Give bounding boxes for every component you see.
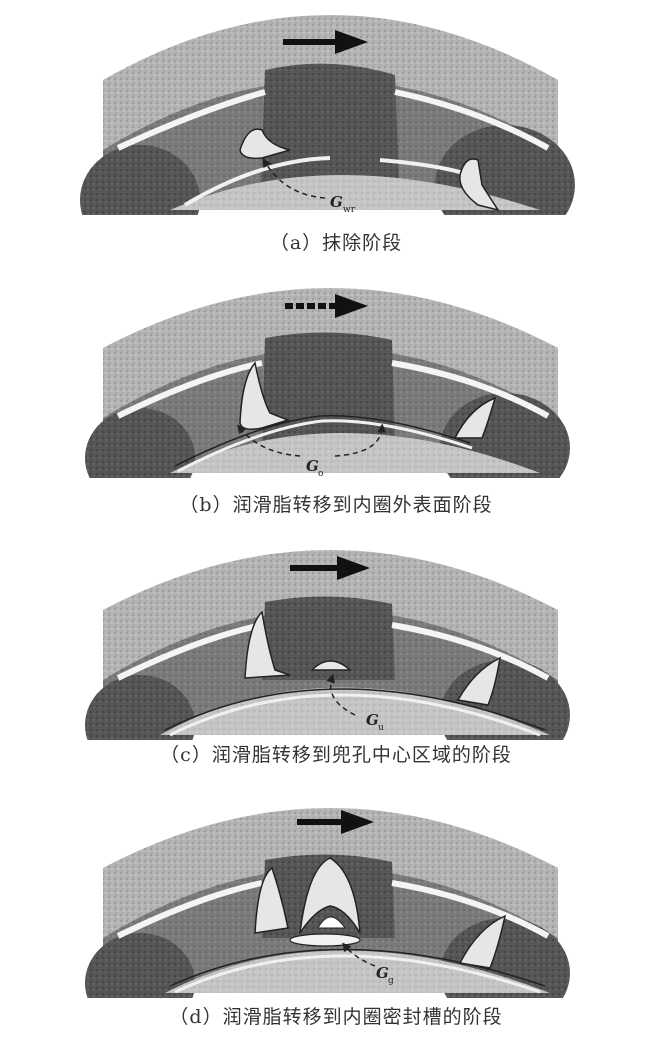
raceway-gap [391,622,550,681]
inner-gap [183,156,331,207]
grease-blob [317,916,346,929]
grease-blob [459,158,500,212]
rolling-ball [85,933,195,998]
outer-ring [103,288,558,418]
rolling-ball [262,332,395,443]
rolling-ball [80,145,200,215]
panel-b: G o （b）润滑脂转移到内圈外表面阶段 [0,268,672,518]
panel-d: G g （d）润滑脂转移到内圈密封槽的阶段 [0,788,672,1038]
g-subscript: u [378,723,384,733]
raceway-gap [391,360,550,419]
grease-layer [174,414,471,467]
arrow-right-icon [290,556,370,580]
grease-flow-path [334,423,387,457]
g-label: G [306,457,319,475]
arrow-right-icon [283,30,368,54]
seal-groove [289,933,361,947]
inner-gap [174,954,541,994]
g-label: G [366,711,379,729]
raceway-gap [116,360,263,419]
caption-b: （b）润滑脂转移到内圈外表面阶段 [179,494,493,516]
inner-gap [169,693,541,737]
rolling-ball [260,63,400,210]
grease-blob [244,610,291,679]
panel-a: G wr （a）抹除阶段 [0,0,672,254]
caption-a: （a）抹除阶段 [269,232,403,254]
outer-ring [103,808,558,938]
g-subscript: g [388,976,394,986]
raceway-gap [116,880,263,939]
grease-blob [453,396,497,439]
grease-blob [254,866,289,934]
inner-gap [177,419,473,473]
outer-ring [103,15,558,150]
grease-blob [456,656,501,706]
bearing-diagram-c: G u [85,550,570,740]
panel-c: G u （c）润滑脂转移到兜孔中心区域的阶段 [0,530,672,780]
g-subscript: wr [343,205,356,215]
grease-blob [458,914,507,969]
grease-blob [239,128,291,160]
caption-d: （d）润滑脂转移到内圈密封槽的阶段 [169,1006,503,1028]
g-subscript: o [318,469,323,478]
inner-ring [170,175,540,210]
rolling-ball [85,408,195,478]
bearing-diagram-b: G o [85,288,570,478]
arrow-right-icon [285,294,368,318]
grease-flow-path [342,942,376,967]
grease-blob [310,660,352,671]
inner-ring [165,950,550,993]
rolling-ball [85,675,195,740]
inner-ring [160,687,550,735]
raceway-gap [391,880,550,939]
g-label: G [376,964,389,982]
grease-flow-path [262,158,326,199]
raceway-gap [116,622,263,681]
outer-ring [103,550,558,680]
caption-c: （c）润滑脂转移到兜孔中心区域的阶段 [160,744,512,766]
raceway-gap [394,89,550,151]
bearing-diagram-a: G wr [80,0,575,215]
grease-blob [299,857,361,934]
rolling-ball [262,596,395,680]
arrow-right-icon [297,810,374,834]
g-label: G [330,193,343,211]
grease-flow-path [237,424,301,457]
grease-layer [164,688,546,731]
bearing-diagram-d: G g [85,808,570,998]
raceway-gap [116,89,266,151]
grease-blob [239,361,291,430]
